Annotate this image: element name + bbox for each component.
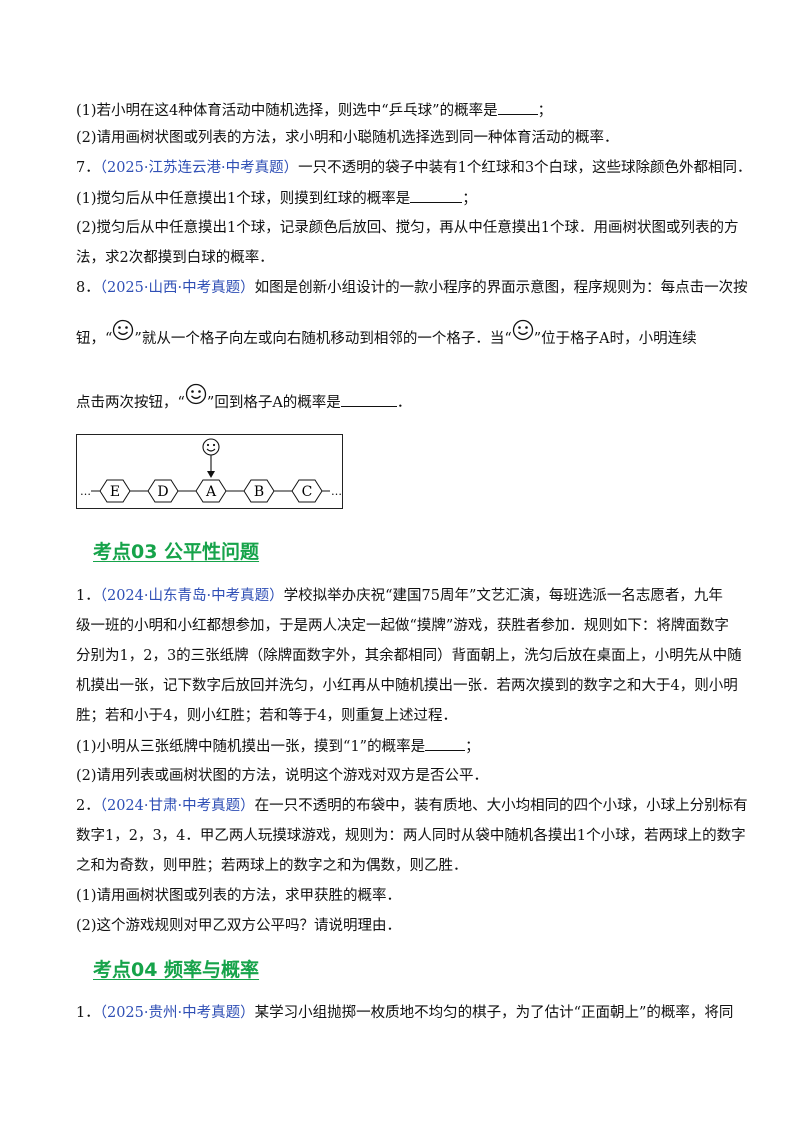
- cell-label: B: [254, 484, 264, 500]
- question-number: 1．: [76, 1005, 100, 1021]
- question-text: 胜；若和小于4，则小红胜；若和等于4，则重复上述过程．: [76, 708, 457, 724]
- question-text: 如图是创新小组设计的一款小程序的界面示意图，程序规则为：每点击一次按: [254, 280, 748, 296]
- question-text: (2)请用画树状图或列表的方法，求小明和小聪随机选择选到同一种体育活动的概率．: [76, 130, 619, 146]
- question-line: (2)这个游戏规则对甲乙双方公平吗？请说明理由．: [76, 916, 401, 936]
- answer-blank: [340, 392, 397, 407]
- question-number: 7．: [76, 160, 100, 176]
- question-1-header: 1．（2024·山东青岛·中考真题）学校拟举办庆祝“建国75周年”文艺汇演，每班…: [76, 586, 723, 606]
- question-text: 钮，“: [76, 331, 113, 347]
- arrow-head: [207, 471, 215, 478]
- question-line: 法，求2次都摸到白球的概率．: [76, 248, 274, 268]
- question-line: (1)搅匀后从中任意摸出1个球，则摸到红球的概率是 ；: [76, 188, 477, 209]
- question-line: (1)请用画树状图或列表的方法，求甲获胜的概率．: [76, 886, 401, 906]
- question-source: （2025·贵州·中考真题）: [99, 1005, 255, 1021]
- question-text: 一只不透明的袋子中装有1个红球和3个白球，这些球除颜色外都相同．: [298, 160, 752, 176]
- question-text: 机摸出一张，记下数字后放回并洗匀，小红再从中随机摸出一张．若两次摸到的数字之和大…: [76, 678, 738, 694]
- question-text: ；: [465, 739, 480, 755]
- question-text: (1)搅匀后从中任意摸出1个球，则摸到红球的概率是: [76, 191, 411, 207]
- question-text: (1)小明从三张纸牌中随机摸出一张，摸到“1”的概率是: [76, 739, 426, 755]
- question-source: （2025·山西·中考真题）: [99, 280, 255, 296]
- answer-blank: [425, 736, 466, 751]
- question-2-header: 2．（2024·甘肃·中考真题）在一只不透明的布袋中，装有质地、大小均相同的四个…: [76, 796, 748, 816]
- hexagon-cell-c: [291, 479, 323, 503]
- question-7-header: 7．（2025·江苏连云港·中考真题）一只不透明的袋子中装有1个红球和3个白球，…: [76, 158, 752, 178]
- question-text: ；: [537, 103, 553, 119]
- question-text: (1)请用画树状图或列表的方法，求甲获胜的概率．: [76, 888, 402, 904]
- hexagon-cell-d: [147, 479, 179, 503]
- question-line: 分别为1，2，3的三张纸牌（除牌面数字外，其余都相同）背面朝上，洗匀后放在桌面上…: [76, 646, 742, 666]
- hexagon-track-diagram: E D A B C … …: [80, 438, 342, 503]
- question-source: （2024·山东青岛·中考真题）: [99, 588, 284, 604]
- cell-label: D: [157, 484, 168, 500]
- grid-figure: E D A B C … …: [76, 434, 343, 509]
- question-text: 之和为奇数，则甲胜；若两球上的数字之和为偶数，则乙胜．: [76, 858, 468, 874]
- question-text: 某学习小组抛掷一枚质地不均匀的棋子，为了估计“正面朝上”的概率，将同: [254, 1005, 734, 1021]
- question-text: ”就从一个格子向左或向右随机移动到相邻的一个格子．当“: [134, 331, 512, 347]
- question-source: （2025·江苏连云港·中考真题）: [99, 160, 299, 176]
- question-line: (2)搅匀后从中任意摸出1个球，记录颜色后放回、搅匀，再从中任意摸出1个球．用画…: [76, 218, 739, 238]
- question-number: 1．: [76, 588, 100, 604]
- question-text: (2)这个游戏规则对甲乙双方公平吗？请说明理由．: [76, 918, 402, 934]
- ellipsis-right: …: [331, 485, 342, 498]
- question-1-header: 1．（2025·贵州·中考真题）某学习小组抛掷一枚质地不均匀的棋子，为了估计“正…: [76, 1003, 733, 1023]
- question-text: ．: [396, 395, 412, 411]
- question-text: (2)搅匀后从中任意摸出1个球，记录颜色后放回、搅匀，再从中任意摸出1个球．用画…: [76, 220, 739, 236]
- question-line: 级一班的小明和小红都想参加，于是两人决定一起做“摸牌”游戏，获胜者参加．规则如下…: [76, 616, 729, 636]
- question-text: (2)请用列表或画树状图的方法，说明这个游戏对双方是否公平．: [76, 768, 489, 784]
- smiley-face-icon: [202, 438, 220, 456]
- question-line: (1)若小明在这4种体育活动中随机选择，则选中“乒乓球”的概率是 ；: [76, 100, 552, 121]
- question-8-header: 8．（2025·山西·中考真题）如图是创新小组设计的一款小程序的界面示意图，程序…: [76, 278, 748, 298]
- section-heading-04: 考点04 频率与概率: [93, 959, 260, 981]
- smiley-face-icon: [185, 383, 207, 405]
- question-line: 点击两次按钮，“ ”回到格子A的概率是 ．: [76, 383, 412, 414]
- question-source: （2024·甘肃·中考真题）: [99, 798, 255, 814]
- question-text: ；: [462, 191, 477, 207]
- question-line: (1)小明从三张纸牌中随机摸出一张，摸到“1”的概率是 ；: [76, 736, 480, 757]
- answer-blank: [410, 188, 463, 203]
- cell-label: C: [302, 484, 313, 500]
- section-heading-03: 考点03 公平性问题: [93, 541, 260, 563]
- question-line: 钮，“ ”就从一个格子向左或向右随机移动到相邻的一个格子．当“ ”位于格子A时，小明…: [76, 319, 697, 350]
- question-text: 数字1，2，3，4．甲乙两人玩摸球游戏，规则为：两人同时从袋中随机各摸出1个小球…: [76, 828, 746, 844]
- question-text: 分别为1，2，3的三张纸牌（除牌面数字外，其余都相同）背面朝上，洗匀后放在桌面上…: [76, 648, 742, 664]
- hexagon-cell-b: [243, 479, 275, 503]
- cell-label: E: [110, 484, 120, 500]
- question-text: ”位于格子A时，小明连续: [533, 331, 697, 347]
- ellipsis-left: …: [80, 485, 91, 498]
- question-number: 8．: [76, 280, 100, 296]
- question-text: (1)若小明在这4种体育活动中随机选择，则选中“乒乓球”的概率是: [76, 103, 498, 119]
- question-line: 机摸出一张，记下数字后放回并洗匀，小红再从中随机摸出一张．若两次摸到的数字之和大…: [76, 676, 738, 696]
- cell-label: A: [205, 484, 217, 500]
- question-text: 点击两次按钮，“: [76, 395, 185, 411]
- hexagon-cell-a: [195, 479, 227, 503]
- question-text: 级一班的小明和小红都想参加，于是两人决定一起做“摸牌”游戏，获胜者参加．规则如下…: [76, 618, 729, 634]
- question-text: 学校拟举办庆祝“建国75周年”文艺汇演，每班选派一名志愿者，九年: [283, 588, 723, 604]
- answer-blank: [497, 100, 538, 115]
- question-line: (2)请用列表或画树状图的方法，说明这个游戏对双方是否公平．: [76, 766, 488, 786]
- question-text: 在一只不透明的布袋中，装有质地、大小均相同的四个小球，小球上分别标有: [254, 798, 748, 814]
- question-text: ”回到格子A的概率是: [206, 395, 341, 411]
- question-line: 数字1，2，3，4．甲乙两人玩摸球游戏，规则为：两人同时从袋中随机各摸出1个小球…: [76, 826, 746, 846]
- smiley-face-icon: [113, 319, 134, 341]
- question-line: 胜；若和小于4，则小红胜；若和等于4，则重复上述过程．: [76, 706, 457, 726]
- question-number: 2．: [76, 798, 100, 814]
- hexagon-cell-e: [99, 479, 131, 503]
- question-line: 之和为奇数，则甲胜；若两球上的数字之和为偶数，则乙胜．: [76, 856, 468, 876]
- question-text: 法，求2次都摸到白球的概率．: [76, 250, 274, 266]
- smiley-face-icon: [512, 319, 533, 341]
- question-line: (2)请用画树状图或列表的方法，求小明和小聪随机选择选到同一种体育活动的概率．: [76, 128, 619, 148]
